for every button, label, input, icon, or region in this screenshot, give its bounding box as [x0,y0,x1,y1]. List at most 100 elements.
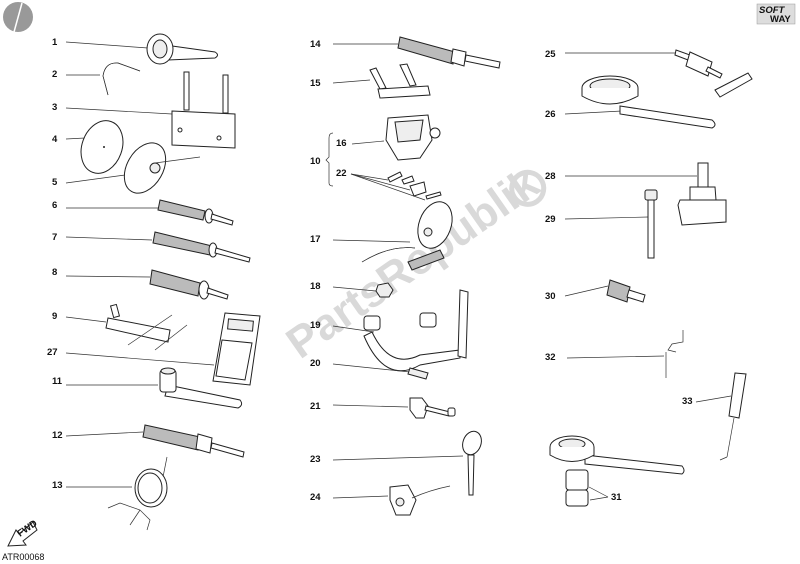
tool-2-bent-pin [102,62,141,96]
callout-label: 5 [52,177,58,188]
corner-disc-icon [3,2,33,33]
callout-31[interactable]: 31 [588,486,622,503]
tool-27-multimeter [212,312,261,386]
callout-12[interactable]: 12 [52,430,144,441]
callout-9[interactable]: 9 [52,311,107,323]
tool-21-extractor [409,397,456,419]
callout-28[interactable]: 28 [545,171,697,182]
tool-17-flywheel-holder [361,201,453,271]
callout-18[interactable]: 18 [310,281,377,292]
callout-label: 3 [52,102,57,113]
callout-22[interactable]: 22 [336,168,426,201]
callout-17[interactable]: 17 [310,234,411,245]
callout-8[interactable]: 8 [52,267,151,278]
diagram-code: ATR00068 [2,552,44,562]
tool-19-c-clamp [363,289,469,372]
tool-13-dial-gauge [107,456,168,531]
tool-23-bore-gauge [462,430,482,496]
logo-line1: SOFT [759,5,786,16]
tool-9-t-handle-puller [105,303,188,351]
tool-30-knurled-spacer [606,279,646,303]
callout-label: 11 [52,376,63,387]
tool-8-puller [149,269,229,300]
callout-label: 19 [310,320,321,331]
callout-label: 2 [52,69,57,80]
tool-20-pin [407,367,429,380]
tool-28-puller-body [677,162,727,226]
logo-line2: WAY [770,14,791,25]
tool-31-socket-wrench [549,435,685,507]
callout-label: 6 [52,200,57,211]
callout-25[interactable]: 25 [545,49,675,60]
callout-label: 7 [52,232,57,243]
callout-label: 26 [545,109,556,120]
callout-20[interactable]: 20 [310,358,411,373]
callout-label: 25 [545,49,556,60]
softway-logo: SOFT WAY [756,3,796,25]
tool-16-holder [385,114,441,161]
callout-label: 1 [52,37,58,48]
callout-label: 33 [682,396,693,407]
callout-4[interactable]: 4 [52,134,86,145]
callout-33[interactable]: 33 [682,395,732,407]
tool-14-installer [397,36,501,69]
callout-label: 8 [52,267,57,278]
tool-24-fixture [389,484,451,516]
callout-11[interactable]: 11 [52,376,158,387]
callout-label: 14 [310,39,321,50]
callout-label: 31 [611,492,622,503]
tool-12-drift [142,424,245,458]
callout-label: 24 [310,492,321,503]
callout-label: 22 [336,168,347,179]
callout-3[interactable]: 3 [52,102,173,115]
tool-15-fork-plate [369,63,431,99]
tool-5-degree-wheel-handle [123,142,201,194]
callout-14[interactable]: 14 [310,39,398,50]
callout-32[interactable]: 32 [545,352,665,363]
callout-label: 30 [545,291,556,302]
group-10-bracket[interactable]: 10 [310,132,334,187]
callout-label: 28 [545,171,556,182]
callout-7[interactable]: 7 [52,232,153,243]
callout-5[interactable]: 5 [52,174,126,188]
callout-29[interactable]: 29 [545,214,649,225]
callout-2[interactable]: 2 [52,69,100,80]
callout-label: 4 [52,134,58,145]
callout-15[interactable]: 15 [310,78,371,89]
callout-13[interactable]: 13 [52,480,132,491]
callout-label: 27 [47,347,58,358]
callout-30[interactable]: 30 [545,285,609,302]
callout-label: 23 [310,454,321,465]
callout-23[interactable]: 23 [310,454,464,465]
callout-27[interactable]: 27 [47,347,215,366]
callout-label: 9 [52,311,57,322]
tool-3-bracket-studs [171,71,236,149]
callout-19[interactable]: 19 [310,320,375,333]
callout-21[interactable]: 21 [310,401,409,412]
tool-22-pins [387,171,442,200]
callout-26[interactable]: 26 [545,109,623,120]
callout-label: 32 [545,352,556,363]
callout-label: 20 [310,358,321,369]
callout-24[interactable]: 24 [310,492,389,503]
callout-label: 15 [310,78,321,89]
tool-25-t-handle-tool [674,49,753,98]
tool-18-nut [375,282,394,298]
callout-label: 17 [310,234,321,245]
callout-16[interactable]: 16 [336,138,385,149]
callout-label: 29 [545,214,556,225]
tool-32-z-pin [665,330,684,378]
callout-label: 12 [52,430,63,441]
callout-1[interactable]: 1 [52,37,149,49]
tool-7-puller [152,231,251,263]
gear-icon [509,169,547,207]
tool-11-socket-wrench [159,367,243,409]
fwd-arrow-icon: FWD [7,518,40,547]
tool-4-degree-wheel [80,120,124,174]
tool-33-t-wrench [719,372,747,461]
group-label: 10 [310,156,321,167]
tool-1-ring-wrench [146,33,218,65]
callout-6[interactable]: 6 [52,200,158,211]
tool-26-ring-nut-wrench [581,75,716,129]
